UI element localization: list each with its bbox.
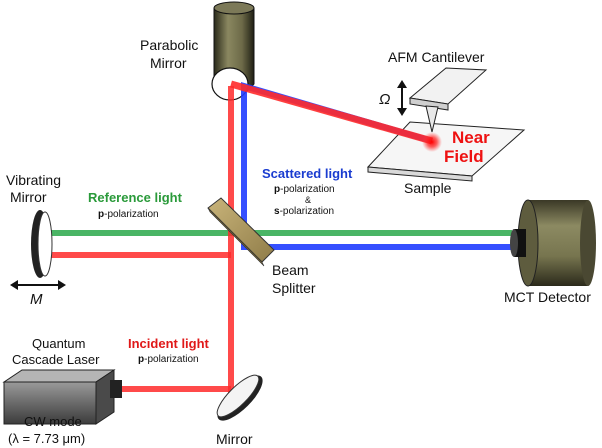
scattered-light-title: Scattered light	[262, 166, 353, 181]
reference-polarization: p-polarization	[98, 209, 159, 220]
incident-light-title: Incident light	[128, 336, 210, 351]
scattered-p-polarization: p-polarization	[274, 184, 335, 195]
cw-mode-label: CW mode (λ = 7.73 μm)	[8, 414, 85, 446]
near-field-spot	[422, 132, 442, 152]
parabolic-mirror	[211, 1, 255, 101]
parabolic-mirror-label: Parabolic Mirror	[140, 37, 202, 71]
beam-splitter	[207, 197, 275, 267]
afm-cantilever-label: AFM Cantilever	[388, 49, 485, 65]
omega-symbol: Ω	[379, 91, 390, 108]
reference-light-title: Reference light	[88, 190, 183, 205]
vibrating-mirror	[31, 210, 53, 278]
oscillation-arrow	[397, 80, 407, 116]
vibrating-mirror-label: Vibrating Mirror	[6, 172, 65, 205]
mirror-label: Mirror	[216, 431, 253, 447]
red-to-sample	[230, 80, 433, 145]
quantum-cascade-laser	[2, 369, 122, 425]
scattered-ampersand: &	[305, 195, 311, 205]
beam-splitter-label: Beam Splitter	[272, 262, 316, 296]
mct-detector-label: MCT Detector	[504, 289, 591, 305]
afm-cantilever	[408, 67, 488, 133]
qcl-label: Quantum Cascade Laser	[12, 336, 100, 367]
vibration-arrow	[10, 280, 66, 290]
bottom-mirror	[216, 374, 263, 421]
incident-polarization: p-polarization	[138, 354, 199, 365]
sample-label: Sample	[404, 180, 452, 196]
beams	[46, 80, 512, 399]
m-symbol: M	[30, 291, 43, 308]
mct-detector	[510, 199, 596, 287]
scattered-s-polarization: s-polarization	[274, 206, 334, 217]
near-field-label: Near Field	[444, 128, 495, 166]
